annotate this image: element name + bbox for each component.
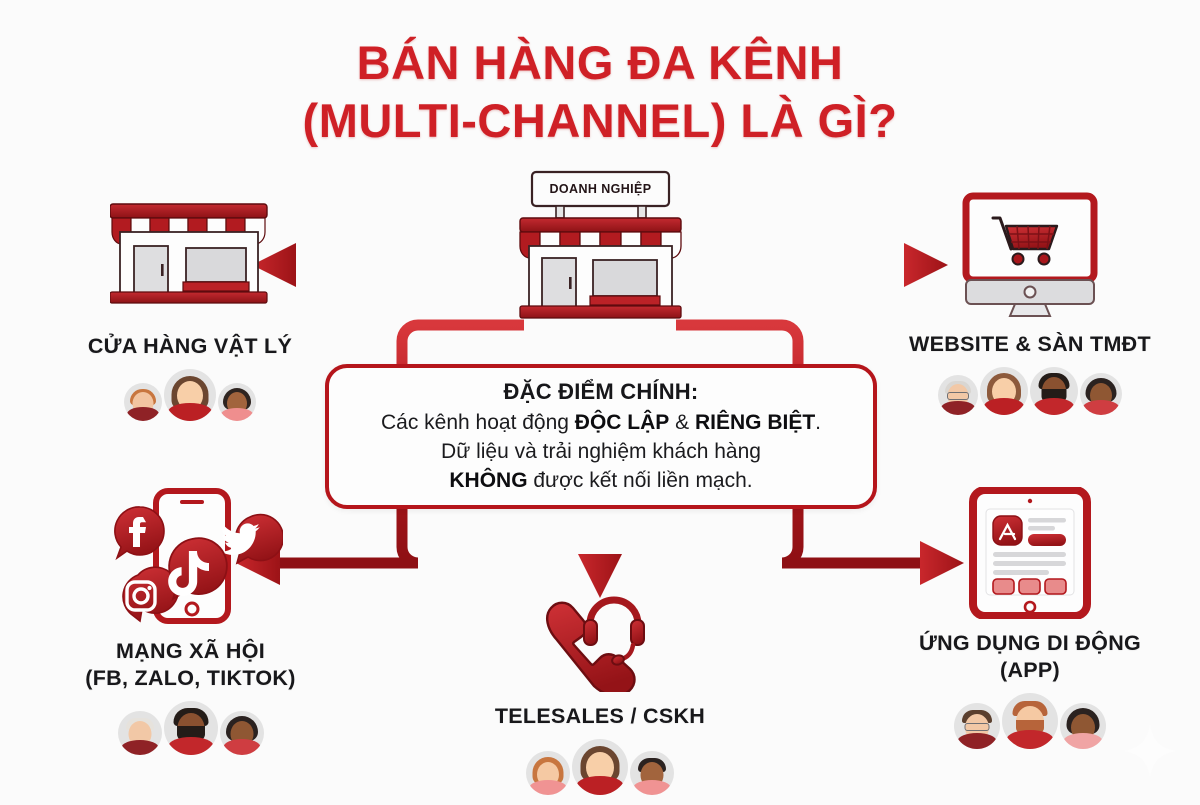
shopping-cart-glyph [991, 216, 1059, 266]
avatar [163, 701, 218, 755]
arrowhead-mobile-app [920, 541, 964, 585]
tablet-appstore-icon [880, 486, 1180, 624]
channel-label-website: WEBSITE & SÀN TMĐT [909, 332, 1151, 356]
hub-sign-board [530, 170, 671, 208]
title-line-1: BÁN HÀNG ĐA KÊNH [356, 36, 844, 89]
four-point-star-icon [1124, 725, 1176, 777]
facebook-icon [114, 506, 165, 561]
channel-physical-store[interactable]: CỬA HÀNG VẬT LÝ [55, 192, 325, 421]
avatar [1030, 367, 1078, 415]
smartphone-social-bubbles-icon [48, 487, 333, 632]
channel-social-media[interactable]: MẠNG XÃ HỘI (FB, ZALO, TIKTOK) [48, 487, 333, 755]
avatar-group-telesales [450, 739, 750, 795]
avatar [1002, 693, 1058, 749]
channel-label-mobile-app: ỨNG DỤNG DI ĐỘNG [918, 631, 1142, 655]
callout-l1-pre: Các kênh hoạt động [380, 410, 575, 434]
channel-label-telesales: TELESALES / CSKH [494, 704, 706, 728]
avatar [117, 711, 162, 755]
callout-l3-post: được kết nối liền mạch. [527, 468, 753, 492]
avatar [630, 751, 674, 795]
avatar-group-social [48, 701, 333, 755]
channel-website-ecommerce[interactable]: WEBSITE & SÀN TMĐT [880, 192, 1180, 415]
avatar [938, 375, 978, 415]
callout-line-1: Các kênh hoạt động ĐỘC LẬP & RIÊNG BIỆT. [381, 408, 821, 437]
avatar [218, 383, 256, 421]
arrowhead-physical-store [252, 243, 296, 287]
avatar [124, 383, 162, 421]
channel-telesales[interactable]: TELESALES / CSKH [450, 592, 750, 795]
hub-storefront-icon [519, 170, 682, 319]
avatar [164, 369, 216, 421]
avatar-group-mobile-app [880, 693, 1180, 749]
avatar [1080, 373, 1122, 415]
get-button-shape [1028, 534, 1066, 546]
page-title: BÁN HÀNG ĐA KÊNH (MULTI-CHANNEL) LÀ GÌ? [0, 34, 1200, 150]
tiktok-icon [168, 537, 228, 602]
channel-mobile-app[interactable]: ỨNG DỤNG DI ĐỘNG (APP) [880, 486, 1180, 749]
callout-l1-bold-2: RIÊNG BIỆT [694, 410, 816, 434]
appstore-tile-icon [992, 515, 1023, 546]
headset-glyph [583, 596, 645, 666]
callout-line-2: Dữ liệu và trải nghiệm khách hàng [441, 439, 761, 463]
avatar [219, 711, 264, 755]
avatar-group-website [880, 367, 1180, 415]
arrowhead-website [904, 243, 948, 287]
avatar [572, 739, 628, 795]
arrowhead-telesales [578, 554, 622, 598]
callout-l3-bold: KHÔNG [449, 468, 528, 492]
hub-sign-text: DOANH NGHIỆP [549, 182, 652, 196]
channel-label-physical-store: CỬA HÀNG VẬT LÝ [87, 334, 293, 358]
channel-label-social-line-2: (FB, ZALO, TIKTOK) [85, 666, 296, 690]
desktop-monitor-cart-icon [880, 192, 1180, 325]
callout-line-3: KHÔNG được kết nối liền mạch. [449, 466, 752, 495]
callout-l1-post: . [815, 410, 822, 434]
twitter-icon [220, 513, 285, 565]
avatar [526, 751, 570, 795]
avatar [980, 367, 1028, 415]
instagram-icon [122, 566, 180, 623]
callout-l1-mid: & [669, 410, 695, 434]
phone-headset-icon [450, 592, 750, 697]
title-line-2: (MULTI-CHANNEL) LÀ GÌ? [302, 94, 898, 147]
callout-heading: ĐẶC ĐIỂM CHÍNH: [503, 378, 699, 404]
key-characteristics-callout: ĐẶC ĐIỂM CHÍNH: Các kênh hoạt động ĐỘC L… [325, 364, 877, 509]
callout-l1-bold-1: ĐỘC LẬP [574, 410, 670, 434]
avatar [954, 703, 1000, 749]
hub-sign-text-wrap: DOANH NGHIỆP [532, 177, 669, 201]
channel-label-social: MẠNG XÃ HỘI [115, 639, 266, 663]
hub-window [592, 259, 658, 297]
avatar-group-physical-store [55, 369, 325, 421]
avatar [1060, 703, 1106, 749]
channel-label-mobile-app-line-2: (APP) [999, 658, 1061, 682]
shop-awning-icon [55, 192, 325, 327]
